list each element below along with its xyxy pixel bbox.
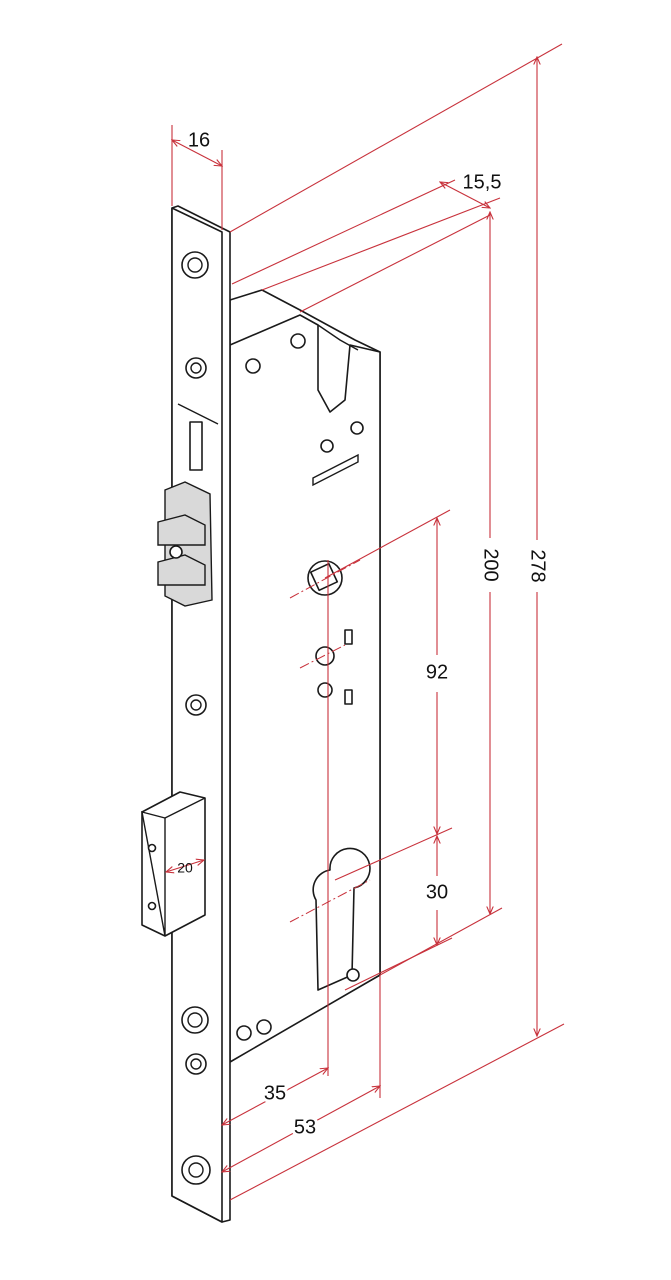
faceplate-slot — [189, 421, 203, 471]
dim-label-53: 53 — [294, 1116, 316, 1138]
screw-icon — [181, 1006, 209, 1034]
dim-label-16: 16 — [188, 129, 210, 151]
screw-icon — [185, 357, 207, 379]
dim-label-bolt-width: 20 — [177, 860, 193, 876]
dim-handle-cylinder: 92 30 — [324, 509, 453, 991]
dim-backset: 35 53 — [222, 560, 380, 1172]
latch — [157, 481, 213, 607]
dim-label-278: 278 — [527, 549, 549, 582]
screw-icon — [185, 1053, 207, 1075]
faceplate — [171, 205, 231, 1223]
centre-lines — [289, 559, 371, 923]
dim-label-200: 200 — [480, 548, 502, 581]
dim-label-30: 30 — [426, 881, 448, 903]
lock-case — [229, 289, 381, 1063]
screw-icon — [181, 1155, 211, 1185]
screw-icon — [185, 694, 207, 716]
screw-icon — [181, 251, 209, 279]
dim-label-15-5: 15,5 — [463, 171, 502, 193]
dim-faceplate-width: 16 — [172, 125, 222, 230]
cylinder-hole — [312, 847, 371, 991]
dim-label-35: 35 — [264, 1082, 286, 1104]
dim-body-height: 15,5 200 — [231, 171, 503, 976]
deadbolt: 20 — [141, 791, 206, 937]
dim-label-92: 92 — [426, 661, 448, 683]
brand-logo — [177, 403, 219, 425]
